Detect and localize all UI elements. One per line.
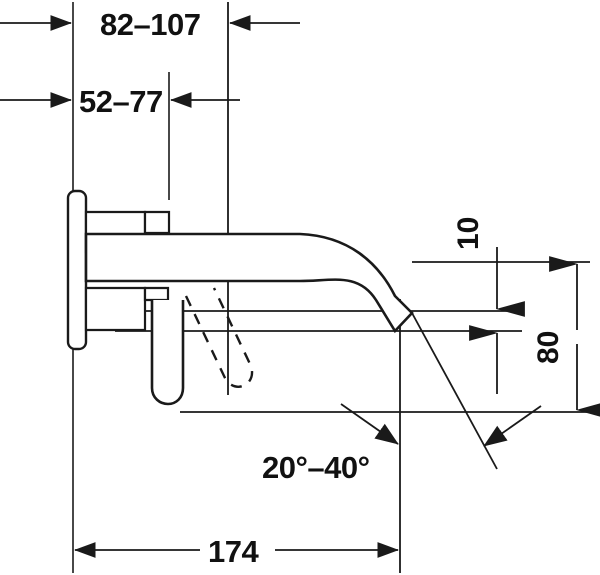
faucet-body	[66, 189, 414, 406]
dim-52-77-label: 52–77	[79, 84, 163, 119]
dim-82-107-label: 82–107	[100, 7, 200, 42]
dimension-80: 80	[532, 256, 600, 418]
wall-escutcheon-plate	[66, 189, 88, 351]
body-lower-block	[84, 286, 147, 332]
dimension-52-77: 52–77	[0, 84, 240, 119]
dim-174-label: 174	[208, 534, 259, 569]
dimension-82-107: 82–107	[0, 7, 300, 42]
dimension-174: 174	[74, 534, 399, 569]
angle-construction-line	[411, 312, 498, 470]
dimension-10: 10	[452, 217, 525, 394]
dim-angle-label: 20°–40°	[262, 450, 370, 485]
handle-hub	[143, 286, 170, 302]
lever-handle	[150, 300, 185, 406]
reference-lines	[72, 2, 590, 573]
angle-leader-left	[340, 403, 399, 445]
angle-leader-right	[483, 405, 542, 447]
dimension-angle-20-40: 20°–40°	[262, 312, 542, 485]
dim-10-label: 10	[452, 217, 485, 250]
dim-80-label: 80	[532, 331, 565, 364]
lever-handle-alt-dashed	[184, 287, 254, 388]
cartridge-cap	[143, 210, 171, 235]
